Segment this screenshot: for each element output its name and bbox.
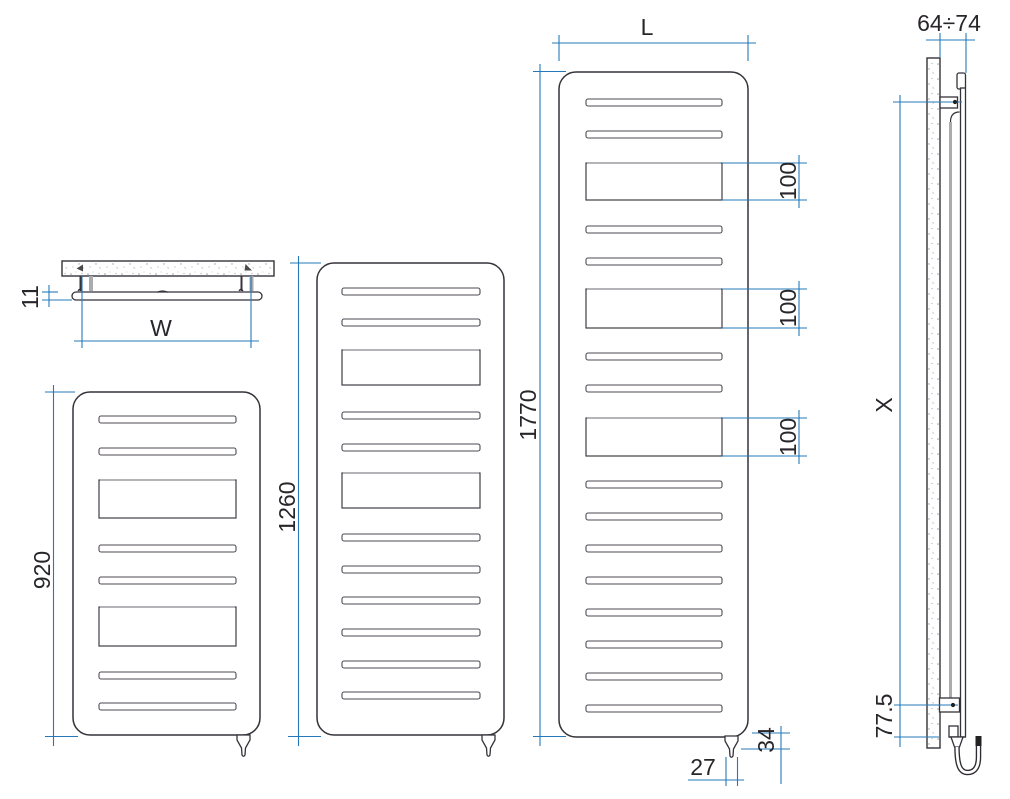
cable-gland — [481, 734, 496, 757]
power-cable-core — [955, 742, 980, 774]
fixing-mark-right-icon — [244, 264, 252, 271]
large-slot — [98, 479, 237, 519]
towel-slot — [585, 544, 723, 553]
dim-panel-thickness: 11 — [17, 285, 72, 309]
large-slot — [585, 288, 723, 329]
dim-label-100: 100 — [775, 418, 801, 456]
cable-gland — [724, 735, 739, 758]
wall-section-top-view — [61, 260, 275, 277]
dim-label-X: X — [871, 397, 897, 412]
towel-slot — [585, 576, 723, 585]
wall-section-side-view — [926, 57, 941, 749]
dim-label-11: 11 — [17, 285, 43, 309]
towel-slot — [98, 671, 237, 680]
towel-slot — [585, 640, 723, 649]
towel-slot — [585, 257, 723, 266]
dim-gland-27: 27 — [688, 754, 744, 786]
radiator-front-small: 920 — [29, 385, 261, 757]
dim-label-L: L — [641, 14, 654, 40]
dim-bottom-offset: 77.5 — [871, 694, 939, 739]
dim-label-34: 34 — [753, 727, 779, 753]
dim-fixing-width: W — [74, 276, 259, 348]
towel-slot — [585, 704, 723, 713]
fixing-point-top — [952, 99, 958, 105]
towel-slot — [341, 565, 481, 574]
large-slot — [341, 349, 481, 386]
dim-height-920: 920 — [29, 385, 78, 746]
towel-slot — [341, 287, 481, 296]
radiator-panel-side — [959, 87, 967, 738]
side-view: 64÷74 X 77.5 — [871, 10, 982, 776]
dim-label-1770: 1770 — [515, 389, 541, 440]
towel-slot — [585, 384, 723, 393]
large-slot — [585, 417, 723, 457]
towel-slot — [341, 660, 481, 669]
dim-height-1260: 1260 — [274, 256, 321, 746]
towel-slot — [585, 512, 723, 521]
radiator-body — [558, 71, 749, 738]
towel-slot — [341, 411, 481, 420]
cable-gland — [236, 734, 251, 757]
dim-label-1260: 1260 — [274, 481, 300, 532]
radiator-panel-top-view — [71, 291, 263, 301]
towel-slot — [341, 443, 481, 452]
towel-slot — [585, 130, 723, 139]
dim-fixing-span: X — [871, 95, 962, 747]
large-slot — [341, 472, 481, 509]
towel-slot — [98, 447, 237, 456]
large-slot — [585, 162, 723, 201]
towel-slot — [585, 225, 723, 234]
dim-slot3-100: 100 — [722, 410, 807, 464]
dim-gland-34: 34 — [741, 726, 790, 784]
towel-slot — [341, 533, 481, 542]
towel-slot — [585, 98, 723, 107]
dim-label-100: 100 — [775, 289, 801, 327]
rear-profile-corner — [949, 111, 960, 123]
radiator-front-tall: 1770 L 100 100 100 — [515, 14, 807, 786]
dim-label-27: 27 — [690, 754, 716, 780]
towel-slot — [585, 672, 723, 681]
dim-label-920: 920 — [29, 551, 55, 589]
dim-label-100: 100 — [775, 162, 801, 200]
dim-label-77-5: 77.5 — [871, 694, 897, 739]
panel-top-cap — [956, 72, 967, 90]
towel-slot — [585, 480, 723, 489]
dim-slot2-100: 100 — [722, 281, 807, 336]
cable-end — [975, 736, 982, 746]
element-housing — [948, 725, 959, 738]
large-slot — [98, 606, 237, 647]
towel-slot — [341, 628, 481, 637]
fixing-point-bottom — [950, 702, 956, 708]
towel-slot — [585, 352, 723, 361]
radiator-body — [72, 391, 261, 736]
panel-center-notch — [156, 290, 169, 293]
fixing-mark-left-icon — [76, 264, 83, 272]
towel-slot — [98, 702, 237, 711]
towel-slot — [585, 608, 723, 617]
radiator-front-medium: 1260 — [274, 256, 505, 757]
dim-slot1-100: 100 — [722, 155, 807, 208]
dim-label-64-74: 64÷74 — [917, 10, 981, 36]
dim-width-L: L — [552, 14, 756, 61]
towel-slot — [341, 318, 481, 327]
bracket-foot — [238, 288, 244, 292]
top-view: 11 W — [17, 260, 275, 348]
cable-gland-side — [950, 736, 964, 748]
dim-wall-distance: 64÷74 — [917, 10, 981, 73]
towel-slot — [341, 596, 481, 605]
towel-slot — [341, 691, 481, 700]
towel-slot — [98, 576, 237, 585]
towel-slot — [98, 415, 237, 424]
dim-height-1770: 1770 — [515, 64, 566, 746]
towel-slot — [98, 544, 237, 553]
dim-label-W: W — [150, 315, 172, 341]
